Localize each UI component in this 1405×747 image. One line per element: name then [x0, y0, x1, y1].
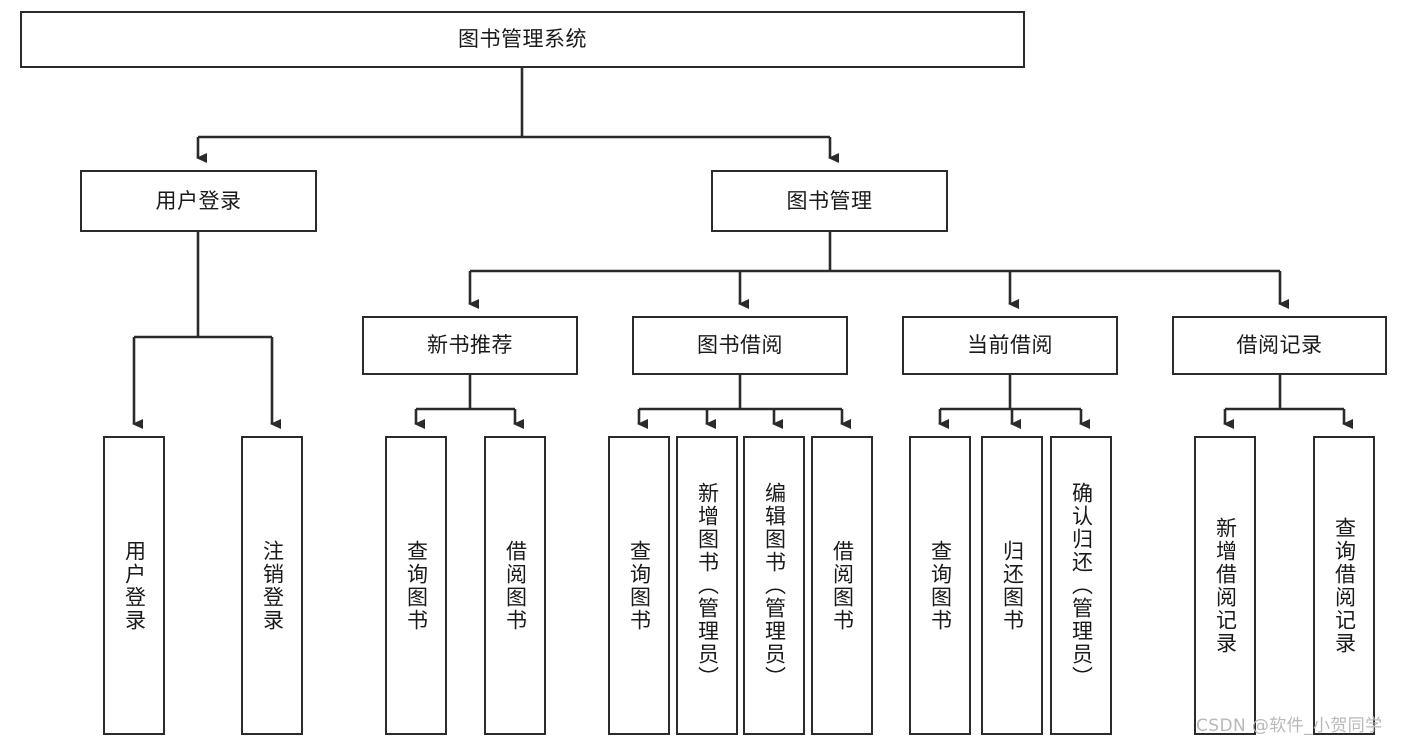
connector-userlogin-to-leaves [132, 232, 281, 429]
leaf-query-book-current-label: 查询图书 [928, 539, 953, 632]
node-borrow-records[interactable]: 借阅记录 [1172, 316, 1387, 375]
node-book-management-label: 图书管理 [786, 188, 873, 213]
leaf-user-logout-label: 注销登录 [260, 539, 285, 632]
connector-bookborrow-to-leaves [637, 375, 851, 429]
node-user-login[interactable]: 用户登录 [80, 170, 317, 232]
leaf-edit-book-admin[interactable]: 编辑图书（管理员） [743, 436, 805, 735]
node-new-book-recommend[interactable]: 新书推荐 [362, 316, 578, 375]
leaf-query-borrow-record[interactable]: 查询借阅记录 [1313, 436, 1375, 735]
leaf-user-login-label: 用户登录 [122, 539, 147, 632]
leaf-borrow-book-recommend[interactable]: 借阅图书 [484, 436, 546, 735]
connector-borrowrecords-to-leaves [1223, 375, 1353, 429]
node-borrow-records-label: 借阅记录 [1236, 333, 1323, 358]
leaf-add-borrow-record-label: 新增借阅记录 [1213, 516, 1238, 655]
node-current-borrow[interactable]: 当前借阅 [902, 316, 1118, 375]
leaf-user-login[interactable]: 用户登录 [103, 436, 165, 735]
node-user-login-label: 用户登录 [155, 188, 242, 213]
leaf-query-book-recommend[interactable]: 查询图书 [385, 436, 447, 735]
leaf-borrow-book-recommend-label: 借阅图书 [503, 539, 528, 632]
connector-bookmgmt-to-level3 [468, 232, 1289, 309]
node-current-borrow-label: 当前借阅 [967, 333, 1053, 358]
node-book-management[interactable]: 图书管理 [711, 170, 948, 232]
node-root-label: 图书管理系统 [458, 27, 587, 52]
node-book-borrow-label: 图书借阅 [697, 333, 783, 358]
leaf-query-borrow-record-label: 查询借阅记录 [1332, 516, 1357, 655]
connector-currentborrow-to-leaves [938, 375, 1090, 429]
leaf-borrow-book-label: 借阅图书 [830, 539, 855, 632]
leaf-query-book-borrow-label: 查询图书 [627, 539, 652, 632]
leaf-user-logout[interactable]: 注销登录 [241, 436, 303, 735]
leaf-return-book-label: 归还图书 [1000, 539, 1025, 632]
leaf-edit-book-admin-label: 编辑图书（管理员） [762, 482, 787, 689]
node-book-borrow[interactable]: 图书借阅 [632, 316, 848, 375]
leaf-confirm-return-admin-label: 确认归还（管理员） [1069, 482, 1094, 689]
leaf-query-book-recommend-label: 查询图书 [404, 539, 429, 632]
connector-newbook-to-leaves [414, 375, 524, 429]
node-new-book-recommend-label: 新书推荐 [427, 333, 513, 358]
leaf-return-book[interactable]: 归还图书 [981, 436, 1043, 735]
leaf-query-book-current[interactable]: 查询图书 [909, 436, 971, 735]
node-root[interactable]: 图书管理系统 [20, 11, 1025, 68]
leaf-confirm-return-admin[interactable]: 确认归还（管理员） [1050, 436, 1112, 735]
leaf-add-book-admin-label: 新增图书（管理员） [695, 482, 720, 689]
watermark-text: CSDN @软件_小贺同学 [1196, 716, 1383, 736]
leaf-borrow-book[interactable]: 借阅图书 [811, 436, 873, 735]
connector-root-to-level2 [196, 68, 839, 163]
leaf-query-book-borrow[interactable]: 查询图书 [608, 436, 670, 735]
leaf-add-book-admin[interactable]: 新增图书（管理员） [676, 436, 738, 735]
leaf-add-borrow-record[interactable]: 新增借阅记录 [1194, 436, 1256, 735]
